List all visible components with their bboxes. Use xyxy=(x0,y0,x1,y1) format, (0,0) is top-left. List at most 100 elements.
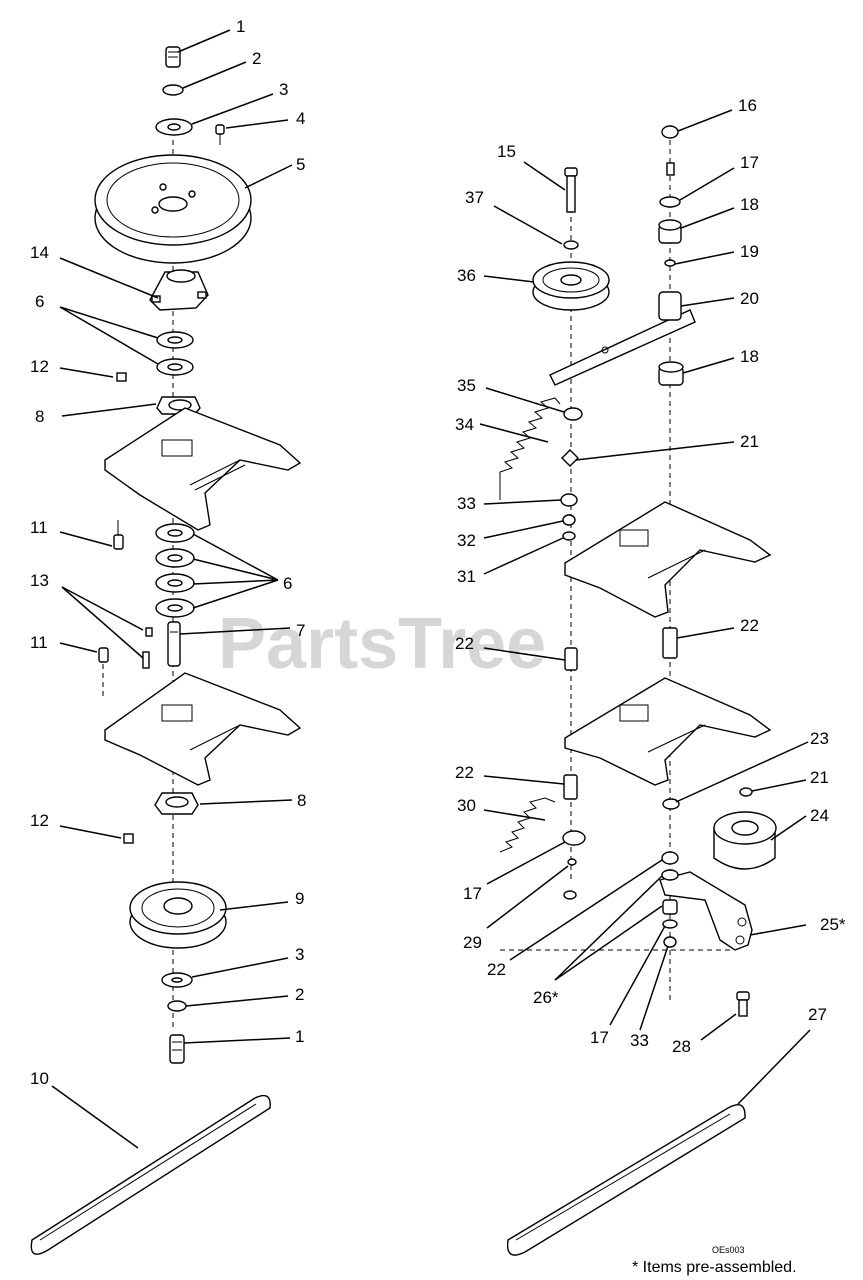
callout: 31 xyxy=(457,567,476,586)
idler-bracket xyxy=(659,871,753,951)
clip-21-top xyxy=(561,449,579,467)
pin-29-b xyxy=(563,890,577,900)
callout: 32 xyxy=(457,531,476,550)
washer-37 xyxy=(563,240,579,250)
cap xyxy=(661,125,679,139)
callout: 34 xyxy=(455,415,474,434)
callout: 22 xyxy=(740,616,759,635)
callout: 30 xyxy=(457,796,476,815)
bushing-top xyxy=(658,219,682,244)
callout: 2 xyxy=(252,49,261,68)
callout: 15 xyxy=(497,142,516,161)
callout: 12 xyxy=(30,811,49,830)
washer-17-low xyxy=(662,919,678,929)
large-pulley xyxy=(94,154,252,264)
callout: 9 xyxy=(295,889,304,908)
callout: 2 xyxy=(295,985,304,1004)
callout: 18 xyxy=(740,195,759,214)
callout-labels: 1 2 3 4 5 14 6 12 8 11 6 13 7 11 8 12 9 … xyxy=(30,17,846,1088)
callout: 19 xyxy=(740,242,759,261)
callout: 27 xyxy=(808,1005,827,1024)
callout: 33 xyxy=(630,1031,649,1050)
callout: 14 xyxy=(30,243,49,262)
drawing-code: OEs003 xyxy=(712,1245,745,1255)
mounting-plate-lower xyxy=(104,672,302,786)
spacers-upper xyxy=(156,331,194,376)
washer-17-mid xyxy=(562,830,586,846)
callout: 20 xyxy=(740,289,759,308)
callout: 24 xyxy=(810,806,829,825)
nut-upper xyxy=(116,372,127,382)
callout: 8 xyxy=(297,791,306,810)
bolt-top xyxy=(165,46,181,68)
callout: 29 xyxy=(463,933,482,952)
callout: 22 xyxy=(455,634,474,653)
callout: 1 xyxy=(295,1027,304,1046)
callout: 35 xyxy=(457,376,476,395)
callout: 10 xyxy=(30,1069,49,1088)
lock-washer-top xyxy=(162,84,184,96)
callout: 7 xyxy=(296,621,305,640)
callout: 6 xyxy=(283,574,292,593)
callout: 36 xyxy=(457,266,476,285)
callout: 5 xyxy=(296,155,305,174)
belt-left xyxy=(30,1094,271,1255)
callout: 11 xyxy=(30,518,48,537)
callout: 18 xyxy=(740,347,759,366)
spacer-22-c xyxy=(563,774,578,800)
right-plate-lower xyxy=(564,677,772,786)
bolt-lower xyxy=(169,1034,185,1064)
lock-washer-lower xyxy=(167,1000,187,1012)
bushings-26 xyxy=(661,851,679,915)
callout: 8 xyxy=(35,407,44,426)
callout: 1 xyxy=(236,17,245,36)
right-plate-upper xyxy=(564,501,772,618)
spacers-lower xyxy=(155,523,195,618)
belt-right xyxy=(506,1104,746,1256)
idler-pulley-lower xyxy=(713,811,777,870)
callout: 33 xyxy=(457,494,476,513)
idler-pulley xyxy=(532,261,610,311)
bolt-15 xyxy=(564,167,578,213)
clip-21-lower xyxy=(739,787,753,797)
callout: 22 xyxy=(455,763,474,782)
callout: 21 xyxy=(810,768,829,787)
idler-arm xyxy=(549,291,696,386)
flat-washer-lower xyxy=(161,972,193,988)
flange-bearing-lower xyxy=(154,792,199,815)
callout: 13 xyxy=(30,571,49,590)
small-screw xyxy=(215,124,225,145)
nut-lower xyxy=(123,833,134,844)
ring xyxy=(664,259,676,267)
callout: 25* xyxy=(820,915,846,934)
callout: 37 xyxy=(465,188,484,207)
nut-33-low xyxy=(663,936,677,948)
right-assembly xyxy=(499,125,777,1256)
callout: 16 xyxy=(738,96,757,115)
callout: 17 xyxy=(740,153,759,172)
nut-33 xyxy=(560,493,578,507)
bolt-28 xyxy=(736,991,750,1017)
callout: 23 xyxy=(810,729,829,748)
small-pulley xyxy=(129,881,227,949)
mounting-plate-upper xyxy=(104,407,302,531)
pin-29 xyxy=(567,858,577,866)
callout: 11 xyxy=(30,633,48,652)
shaft xyxy=(167,621,181,667)
bearing-housing xyxy=(149,269,209,311)
callout: 21 xyxy=(740,432,759,451)
watermark: PartsTree xyxy=(218,604,546,684)
washer-35 xyxy=(563,407,583,421)
callout: 12 xyxy=(30,357,49,376)
callout: 22 xyxy=(487,960,506,979)
washer-31 xyxy=(562,531,576,541)
screw-upper xyxy=(113,520,124,550)
callout: 3 xyxy=(279,80,288,99)
flat-washer-top xyxy=(155,118,193,136)
callout: 28 xyxy=(672,1037,691,1056)
bushing-lower xyxy=(658,361,684,386)
leader-lines xyxy=(51,29,811,1149)
washer-17-top xyxy=(659,196,681,208)
callout: 6 xyxy=(35,292,44,311)
